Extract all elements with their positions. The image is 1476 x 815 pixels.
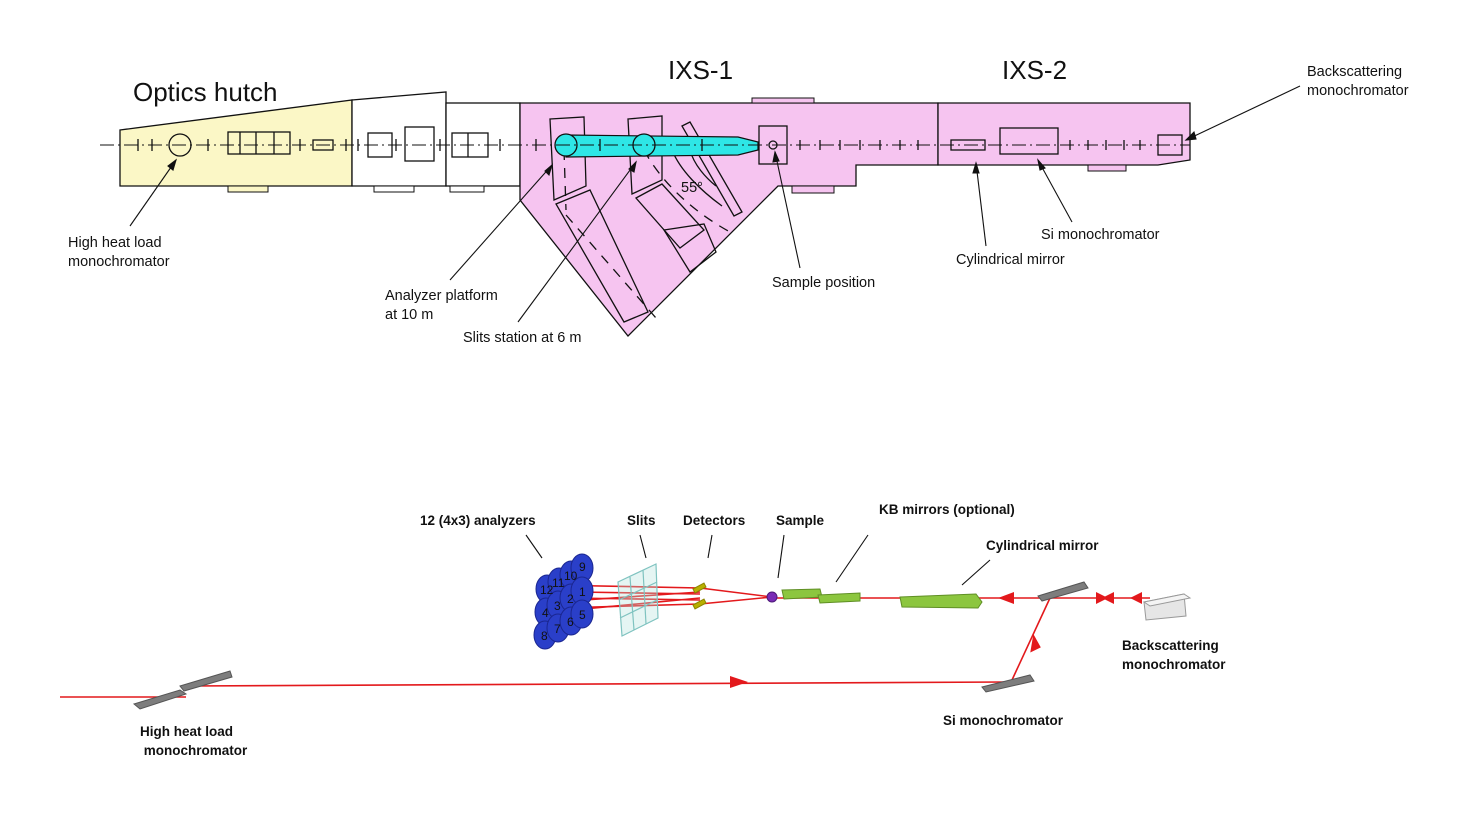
analyzer-num-4: 4 (542, 606, 549, 620)
analyzer-num-2: 2 (567, 592, 574, 606)
backscattering-label-line1: Backscattering (1122, 638, 1219, 653)
analyzer-num-12: 12 (540, 583, 554, 597)
transport-hutch-2-tab (449, 185, 485, 193)
analyzers-label: 12 (4x3) analyzers (420, 513, 536, 528)
analyzer-num-9: 9 (579, 560, 586, 574)
sample-dot (766, 591, 778, 603)
cylindrical-mirror (899, 593, 983, 609)
optical-schematic: 12 11 10 9 4 3 2 1 8 7 6 5 (60, 502, 1226, 758)
optics-hutch-lower-tab (227, 185, 269, 193)
floor-plan: Optics hutch IXS-1 IXS-2 Backscattering … (68, 55, 1409, 346)
backscattering-callout-line2: monochromator (1307, 83, 1409, 99)
kb-mirrors-label: KB mirrors (optional) (879, 502, 1015, 517)
transport-hutch-1-tab (373, 185, 415, 193)
analyzer-array: 12 11 10 9 4 3 2 1 8 7 6 5 (533, 553, 594, 650)
detectors-label: Detectors (683, 513, 745, 528)
analyzer-num-5: 5 (579, 608, 586, 622)
schematic-leaders (525, 534, 991, 586)
detectors (692, 582, 707, 610)
analyzer-num-7: 7 (554, 622, 561, 636)
analyzer-num-11: 11 (552, 576, 565, 590)
analyzer-num-3: 3 (554, 599, 561, 613)
ixs2-bottom-tab (1087, 164, 1127, 172)
slits-label: Slits (627, 513, 656, 528)
analyzer-num-10: 10 (564, 569, 578, 583)
callout-lines (129, 85, 1301, 323)
angle-label: 55° (681, 180, 703, 196)
analyzer-platform-line2: at 10 m (385, 307, 433, 323)
sample-label: Sample (776, 513, 825, 528)
si-monochromator-callout: Si monochromator (1041, 227, 1160, 243)
analyzer-platform-line1: Analyzer platform (385, 288, 498, 304)
analyzer-num-6: 6 (567, 615, 574, 629)
high-heat-label-line2: monochromator (140, 743, 248, 758)
backscattering-callout-line1: Backscattering (1307, 64, 1402, 80)
kb-mirrors (781, 588, 861, 604)
axis-ticks (137, 139, 1141, 151)
high-heat-callout-line1: High heat load (68, 235, 162, 251)
analyzer-num-1: 1 (579, 585, 586, 599)
optics-hutch (119, 99, 353, 187)
high-heat-label-line1: High heat load (140, 724, 233, 739)
slits-grid (617, 563, 659, 637)
monochromator-crystals (132, 581, 1089, 710)
analyzer-num-8: 8 (541, 629, 548, 643)
slits-station-label: Slits station at 6 m (463, 330, 581, 346)
optics-hutch-label: Optics hutch (133, 77, 278, 107)
transport-hutch-1 (351, 91, 447, 187)
sample-position-label: Sample position (772, 275, 875, 291)
ixs2-hutch (937, 102, 1191, 166)
ixs2-label: IXS-2 (1002, 55, 1067, 85)
cylindrical-mirror-callout: Cylindrical mirror (956, 252, 1065, 268)
ixs1-label: IXS-1 (668, 55, 733, 85)
beam-path (60, 584, 1150, 698)
cylindrical-mirror-label: Cylindrical mirror (986, 538, 1099, 553)
high-heat-callout-line2: monochromator (68, 254, 170, 270)
analyzer-arm (554, 133, 778, 158)
transport-hutch-2 (445, 102, 521, 187)
ixs1-top-tab (751, 97, 815, 104)
si-monochromator-label: Si monochromator (943, 713, 1064, 728)
backscattering-block (1142, 593, 1192, 621)
backscattering-label-line2: monochromator (1122, 657, 1226, 672)
ixs1-bottom-tab (791, 185, 835, 194)
optics-components (168, 126, 1183, 162)
